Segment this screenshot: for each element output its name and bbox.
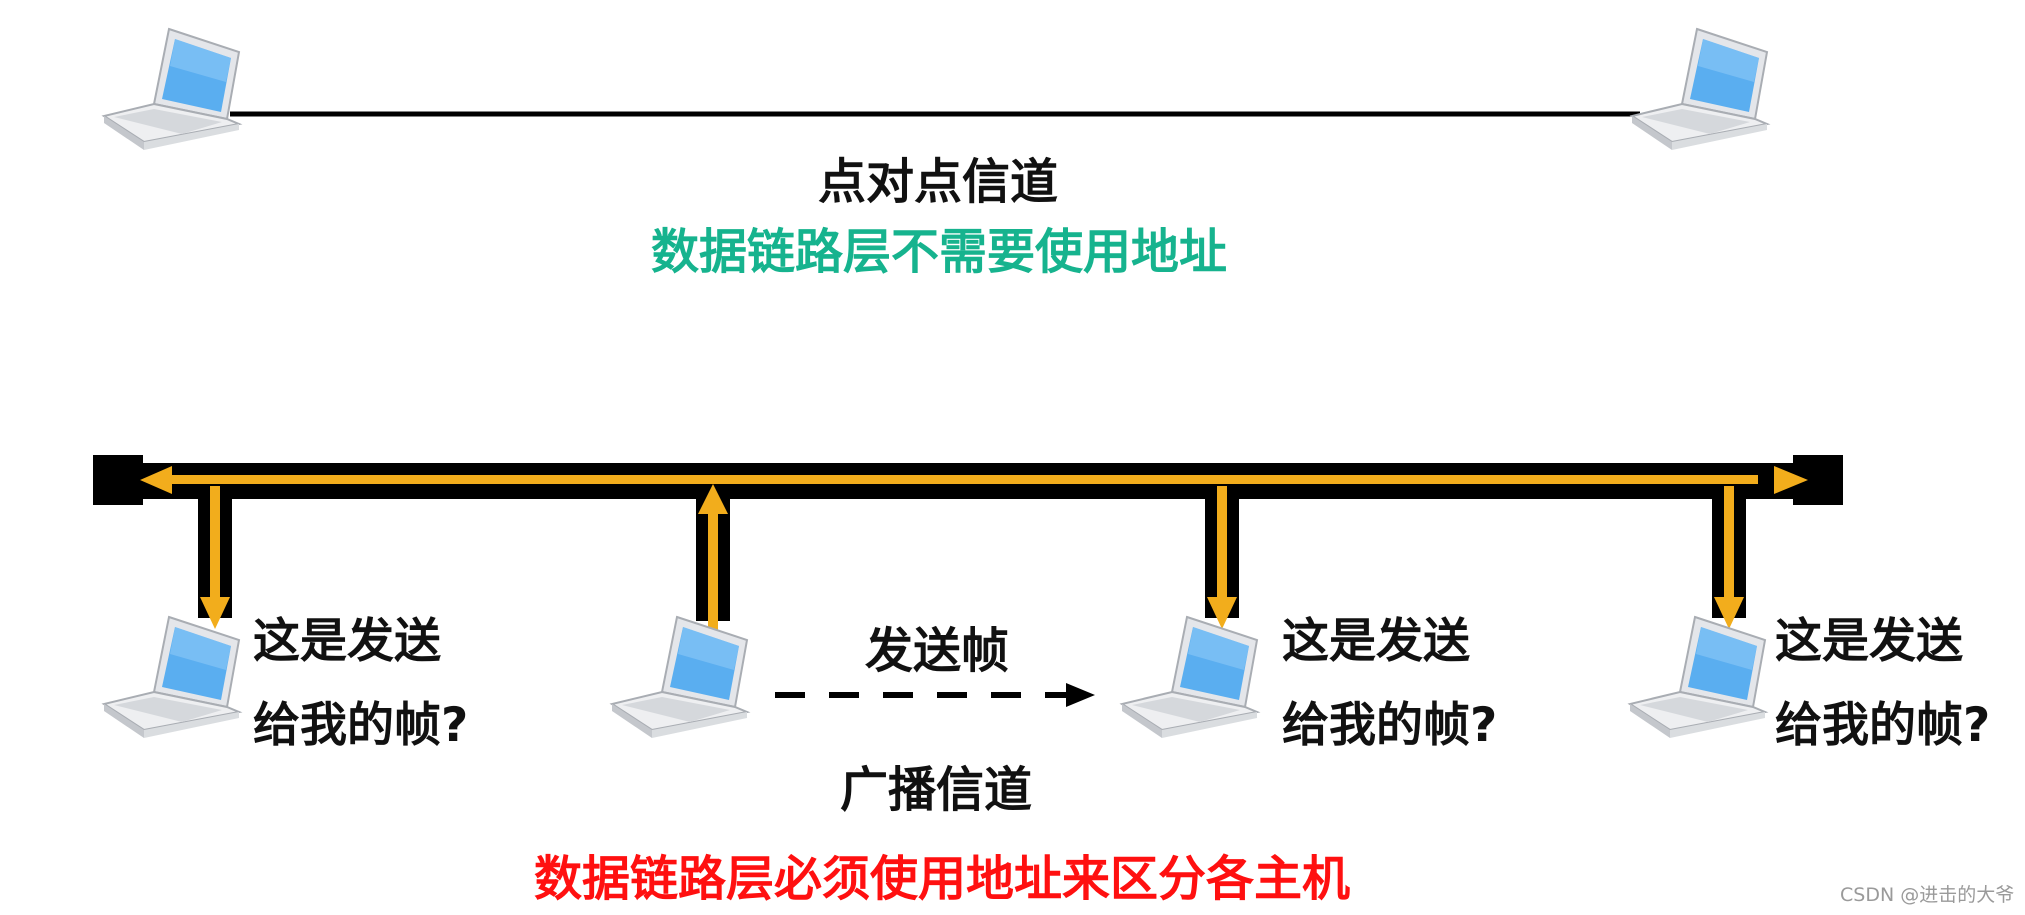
host-question-line2: 给我的帧? (1282, 698, 1498, 753)
host-question-line1: 这是发送 (1282, 614, 1470, 669)
laptop-icon (1629, 616, 1766, 739)
point-to-point-title: 点对点信道 (818, 154, 1059, 210)
broadcast-title: 广播信道 (840, 762, 1033, 818)
broadcast-bus (93, 455, 1843, 630)
laptop-icon (1121, 616, 1258, 739)
signal-arrow-down (200, 597, 230, 629)
watermark: CSDN @进击的大爷 (1840, 884, 2015, 906)
signal-arrow-down (1714, 597, 1744, 629)
host-question: 这是发送 给我的帧? (253, 600, 468, 768)
host-question-line1: 这是发送 (1775, 614, 1963, 669)
host-question-line1: 这是发送 (253, 614, 441, 669)
host-question: 这是发送 给我的帧? (1282, 600, 1497, 768)
bus-terminator-left (93, 455, 143, 505)
signal-arrow-right (1774, 466, 1808, 494)
host-question-line2: 给我的帧? (1775, 698, 1991, 753)
signal-arrow-up (698, 484, 728, 514)
signal-arrow-left (140, 466, 172, 494)
host-question-line2: 给我的帧? (253, 698, 469, 753)
laptop-icon (103, 28, 240, 151)
laptop-icon (103, 616, 240, 739)
broadcast-note: 数据链路层必须使用地址来区分各主机 (534, 851, 1351, 907)
send-frame-arrowhead (1066, 683, 1095, 707)
signal-arrow-down (1207, 597, 1237, 629)
send-frame-label: 发送帧 (865, 623, 1010, 679)
point-to-point-note: 数据链路层不需要使用地址 (651, 224, 1228, 280)
host-question: 这是发送 给我的帧? (1775, 600, 1990, 768)
laptop-icon (1631, 28, 1768, 151)
laptop-icon (611, 616, 748, 739)
